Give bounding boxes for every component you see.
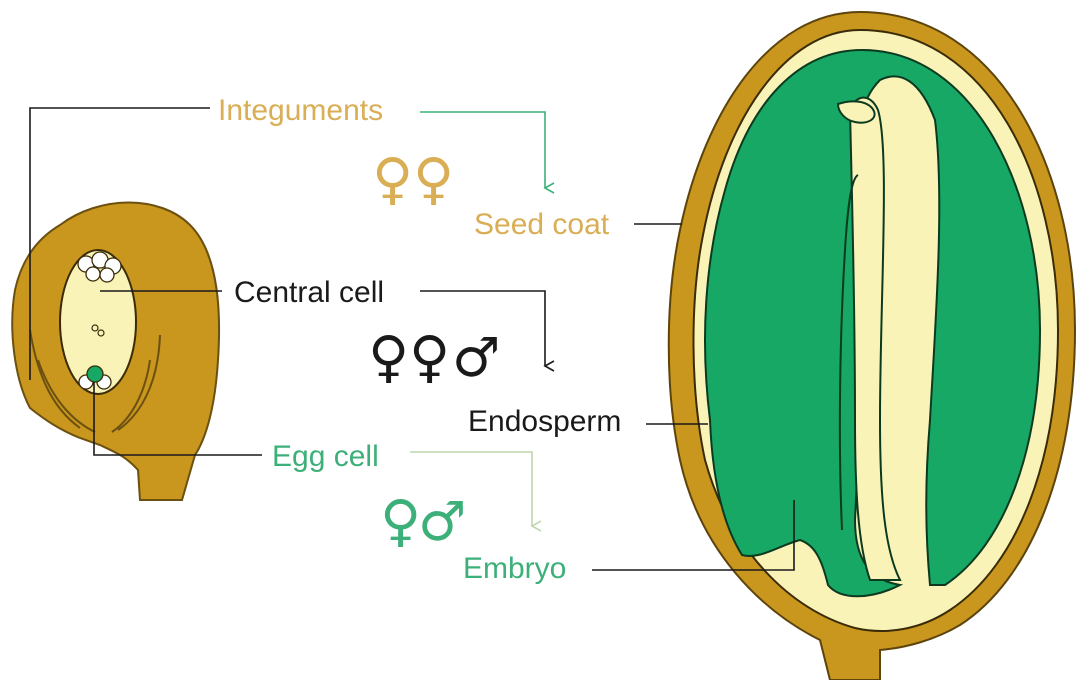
embryo-label: Embryo: [463, 552, 566, 585]
egg-cell-female-symbol: ♀: [380, 489, 421, 554]
egg-cell-label: Egg cell: [272, 440, 379, 473]
egg-cell-male-symbol: ♂: [418, 490, 466, 553]
integuments-female-symbols: ♀♀: [372, 147, 454, 212]
seed: [669, 12, 1075, 680]
seed-coat-label: Seed coat: [474, 208, 610, 241]
central-cell-label: Central cell: [234, 276, 384, 309]
central-cell-female-symbols: ♀♀: [368, 325, 450, 390]
integuments-label: Integuments: [218, 94, 383, 127]
central-cell-male-symbol: ♂: [452, 326, 500, 389]
endosperm-label: Endosperm: [468, 405, 621, 438]
